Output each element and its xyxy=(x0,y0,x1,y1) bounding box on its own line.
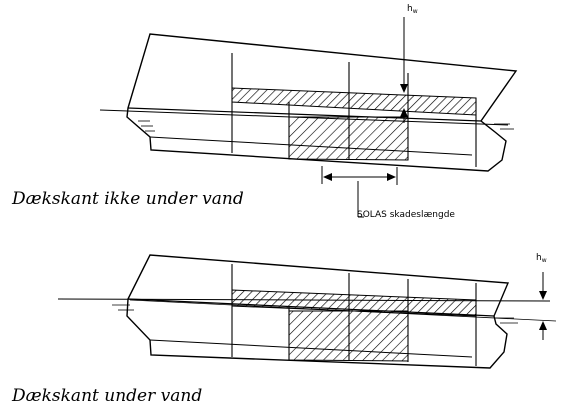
bulkheads-top xyxy=(231,53,477,167)
waterline-top xyxy=(99,109,509,126)
hull-outline-top xyxy=(126,33,518,172)
hw-subscript: w xyxy=(412,8,418,15)
hw-label-top: hw xyxy=(407,5,418,15)
hw-base: h xyxy=(536,253,542,263)
caption-deck-edge-submerged: Dækskant under vand xyxy=(12,386,203,406)
solas-damage-length-label: SOLAS skadeslængde xyxy=(357,210,455,220)
water-ripples-top xyxy=(138,120,514,132)
solas-arrowhead-right xyxy=(387,173,396,181)
hw-base: h xyxy=(407,4,413,14)
deck-edge-reference xyxy=(129,299,557,322)
waterline-bottom xyxy=(57,298,551,302)
hw-arrowhead-down-bottom xyxy=(539,291,547,300)
hull-outline-bottom xyxy=(126,254,510,369)
ship-bottom xyxy=(57,254,557,369)
hw-subscript: w xyxy=(541,257,547,264)
deck-line-bottom xyxy=(127,298,495,317)
hw-label-bottom: hw xyxy=(536,254,547,264)
caption-deck-edge-not-submerged: Dækskant ikke under vand xyxy=(12,189,244,209)
hw-arrowhead-down-top xyxy=(400,84,408,93)
double-bottom-bottom xyxy=(149,339,473,358)
hw-arrowhead-up-top xyxy=(400,108,408,117)
hw-arrowhead-up-bottom xyxy=(539,321,547,330)
flooded-deck-layer-top xyxy=(231,87,477,116)
solas-arrowhead-left xyxy=(323,173,332,181)
water-ripples-bottom xyxy=(112,304,518,324)
solas-dimension xyxy=(321,166,398,218)
double-bottom-top xyxy=(149,136,473,156)
bulkheads-bottom xyxy=(231,264,477,366)
deck-line-top xyxy=(127,107,482,122)
ship-top xyxy=(99,17,518,218)
